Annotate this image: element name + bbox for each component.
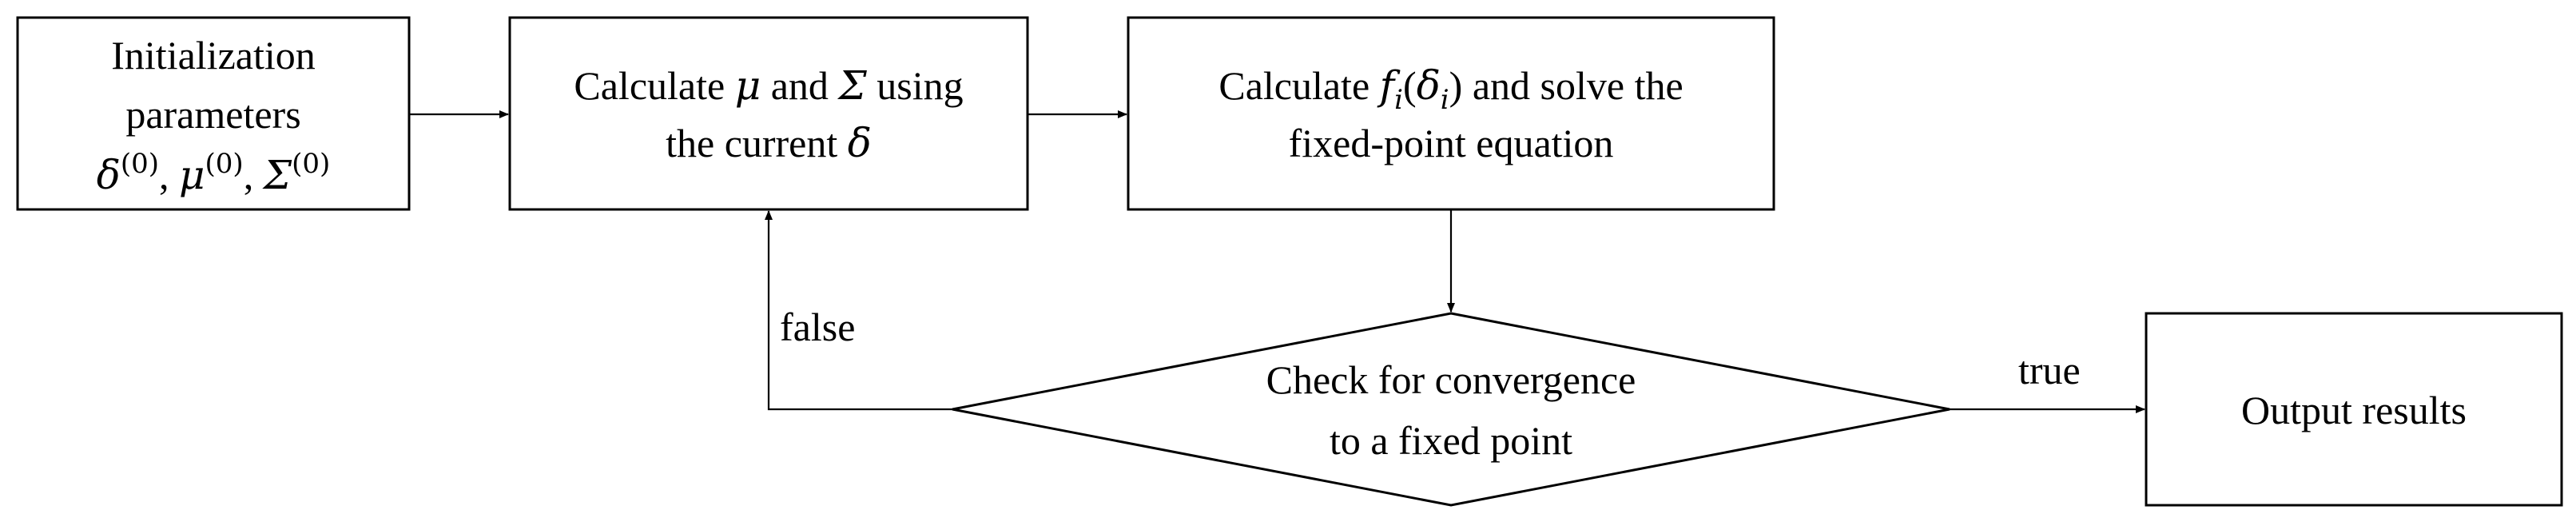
mu-symbol: μ [735,62,761,109]
sigma-symbol: Σ [837,62,867,109]
f-subscript: i [1394,84,1403,116]
calculate-mu-sigma-line2: the current δ [666,120,872,166]
node-calculate-mu-sigma-box [508,16,1029,211]
initialization-symbols: δ(0), μ(0), Σ(0) [97,148,330,198]
node-initialization-box [16,16,411,211]
separator: , [159,153,169,197]
calculate-f-line2: fixed-point equation [1289,121,1614,165]
initialization-line1: Initialization [111,33,315,78]
check-convergence-line2: to a fixed point [1330,418,1572,463]
separator: , [244,153,254,197]
edge-label-true: true [2018,348,2081,392]
node-output-results: Output results [2145,312,2563,507]
calculate-f-line1: Calculate fi(δi) and solve the [1218,62,1683,116]
delta-symbol: δ [1417,62,1441,109]
node-initialization: Initialization parameters δ(0), μ(0), Σ(… [16,16,411,211]
arrow-check-false-to-calc-mu [765,210,952,411]
sigma-superscript: (0) [292,148,330,180]
delta-symbol: δ [97,152,121,198]
node-calculate-f-box [1127,16,1775,211]
delta-subscript: i [1441,84,1449,116]
delta-symbol: δ [848,120,872,166]
node-check-convergence-diamond [952,312,1950,507]
mu-superscript: (0) [205,148,244,180]
initialization-line2: parameters [125,92,300,137]
mu-symbol: μ [179,152,205,198]
node-calculate-f: Calculate fi(δi) and solve the fixed-poi… [1127,16,1775,211]
node-check-convergence: Check for convergence to a fixed point [952,312,1950,507]
output-results-label: Output results [2241,388,2467,432]
calculate-mu-sigma-line1: Calculate μ and Σ using [574,62,963,109]
delta-superscript: (0) [121,148,159,180]
node-calculate-mu-sigma: Calculate μ and Σ using the current δ [508,16,1029,211]
check-convergence-line1: Check for convergence [1266,357,1636,402]
sigma-symbol: Σ [262,152,292,198]
node-output-results-box [2145,312,2563,507]
edge-label-false: false [780,305,855,349]
